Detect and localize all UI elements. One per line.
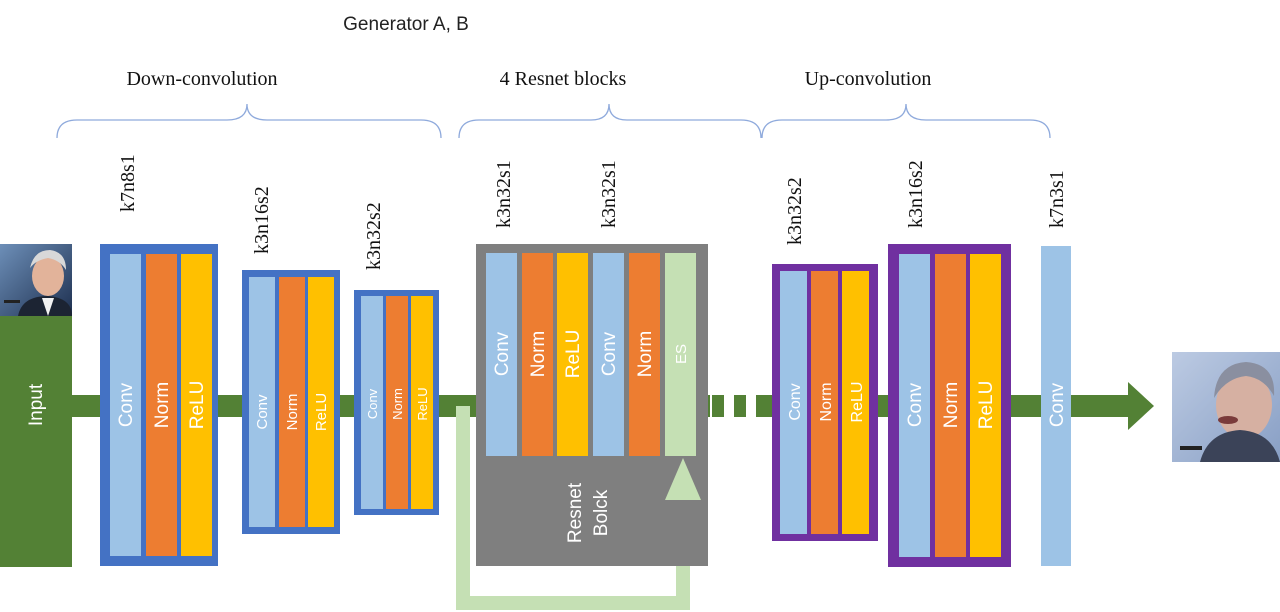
relu-layer: [411, 296, 433, 509]
conv-label: Conv: [787, 383, 804, 420]
param-label-8: k7n3s1: [1046, 170, 1068, 228]
conv-label: Conv: [492, 331, 513, 376]
section-label-down: Down-convolution: [126, 68, 277, 90]
norm-layer: [279, 277, 305, 527]
input-bar: [0, 316, 72, 567]
conv-layer: [249, 277, 275, 527]
norm-layer: [522, 253, 553, 456]
conv-layer: [110, 254, 141, 556]
relu-layer: [308, 277, 334, 527]
resnet-block: Conv Norm ReLU Conv Norm ES Resnet Bolck: [476, 244, 708, 566]
norm-label: Norm: [635, 331, 656, 377]
down-block-3: Conv Norm ReLU: [354, 290, 439, 515]
param-label-1: k7n8s1: [117, 154, 139, 212]
diagram-title: Generator A, B: [343, 14, 469, 35]
norm-layer: [935, 254, 966, 557]
conv-label: Conv: [905, 382, 926, 427]
param-label-3: k3n32s2: [363, 202, 385, 270]
skip-connection: [456, 406, 690, 610]
input-label: Input: [26, 383, 47, 426]
input-photo: [0, 244, 72, 316]
relu-layer: [970, 254, 1001, 557]
brace-resnet: [458, 103, 762, 139]
norm-label: Norm: [390, 388, 405, 420]
conv-layer: [486, 253, 517, 456]
conv-layer: [593, 253, 624, 456]
up-block-2: Conv Norm ReLU: [888, 244, 1011, 567]
es-layer: [665, 253, 696, 456]
resnet-block-label-line2: Bolck: [591, 489, 612, 536]
norm-label: Norm: [528, 331, 549, 377]
down-block-1: Conv Norm ReLU: [100, 244, 218, 566]
norm-label: Norm: [152, 382, 173, 428]
relu-layer: [557, 253, 588, 456]
section-label-resnet: 4 Resnet blocks: [500, 68, 627, 90]
conv-layer: [1041, 246, 1071, 566]
skip-arrow-head: [665, 458, 701, 500]
brace-down: [56, 103, 442, 139]
resnet-block-label-line1: Resnet: [565, 482, 586, 543]
norm-layer: [386, 296, 408, 509]
relu-label: ReLU: [976, 381, 997, 430]
conv-layer: [361, 296, 383, 509]
param-label-5: k3n32s1: [598, 160, 620, 228]
brace-up: [761, 103, 1051, 139]
section-label-up: Up-convolution: [805, 68, 932, 90]
relu-label: ReLU: [563, 330, 584, 379]
conv-label: Conv: [254, 394, 271, 430]
final-conv: Conv: [1041, 246, 1071, 566]
norm-label: Norm: [941, 382, 962, 428]
norm-layer: [811, 271, 838, 534]
relu-layer: [181, 254, 212, 556]
up-block-1: Conv Norm ReLU: [772, 264, 878, 541]
relu-label: ReLU: [849, 382, 866, 423]
norm-layer: [146, 254, 177, 556]
relu-label: ReLU: [187, 381, 208, 430]
param-label-2: k3n16s2: [251, 186, 273, 254]
norm-layer: [629, 253, 660, 456]
conv-label: Conv: [599, 331, 620, 376]
conv-layer: [780, 271, 807, 534]
norm-label: Norm: [284, 394, 301, 431]
es-label: ES: [673, 344, 690, 364]
param-label-7: k3n16s2: [905, 160, 927, 228]
relu-layer: [842, 271, 869, 534]
conv-label: Conv: [1047, 382, 1068, 427]
param-label-6: k3n32s2: [784, 177, 806, 245]
param-label-4: k3n32s1: [493, 160, 515, 228]
norm-label: Norm: [818, 382, 835, 421]
output-photo: [1172, 352, 1280, 462]
conv-label: Conv: [116, 382, 137, 427]
relu-label: ReLU: [415, 387, 430, 420]
relu-label: ReLU: [313, 393, 330, 431]
conv-layer: [899, 254, 930, 557]
down-block-2: Conv Norm ReLU: [242, 270, 340, 534]
conv-label: Conv: [365, 388, 380, 419]
